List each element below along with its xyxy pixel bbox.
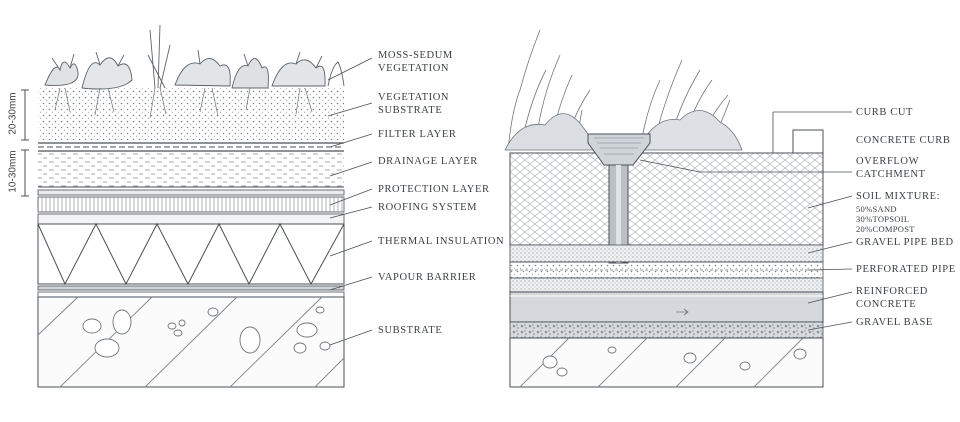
moss-sedum-plants [44, 24, 345, 90]
label-curb-cut: CURB CUT [856, 107, 914, 118]
bioretention-plants [504, 29, 743, 151]
label-roofing-system: ROOFING SYSTEM [378, 202, 478, 213]
label-perforated-pipe: PERFORATED PIPE [856, 264, 956, 275]
gravel-pipe-bed-layer [509, 244, 824, 263]
aggregate-stones [82, 306, 331, 358]
label-substrate: SUBSTRATE [378, 325, 443, 336]
label-gravel-pipe-bed: GRAVEL PIPE BED [856, 237, 954, 248]
label-thermal-insulation: THERMAL INSULATION [378, 236, 505, 247]
label-vegetation-substrate: VEGETATION SUBSTRATE [378, 92, 450, 116]
left-roof-section [21, 24, 373, 388]
roofing-system-layer [37, 196, 345, 213]
dimension-label-top: 20-30mm [7, 92, 19, 135]
vegetation-substrate-layer [38, 88, 344, 140]
label-soil-mixture: SOIL MIXTURE: [856, 191, 941, 202]
label-protection-layer: PROTECTION LAYER [378, 184, 490, 195]
root-lines [54, 87, 313, 119]
concrete-curb [792, 129, 824, 154]
dimension-label-bottom: 10-30mm [7, 150, 19, 193]
label-soil-compost: 20%COMPOST [856, 224, 915, 234]
label-gravel-base: GRAVEL BASE [856, 317, 933, 328]
thermal-insulation-layer [37, 223, 345, 285]
drainage-layer [38, 151, 344, 187]
label-filter-layer: FILTER LAYER [378, 129, 457, 140]
label-drainage-layer: DRAINAGE LAYER [378, 156, 478, 167]
label-reinforced-concrete: REINFORCED CONCRETE [856, 286, 928, 310]
label-soil-topsoil: 30%TOPSOIL [856, 214, 910, 224]
label-vapour-barrier: VAPOUR BARRIER [378, 272, 477, 283]
label-moss-sedum-vegetation: MOSS-SEDUM VEGETATION [378, 50, 453, 74]
right-leader-lines [639, 111, 853, 331]
label-soil-sand: 50%SAND [856, 204, 897, 214]
label-concrete-curb: CONCRETE CURB [856, 135, 951, 146]
soil-mixture-layer [509, 152, 824, 246]
vapour-barrier-layer [37, 285, 345, 291]
gravel-base-layer [509, 321, 824, 339]
left-leader-lines [327, 57, 373, 346]
right-bioretention-section [504, 29, 853, 388]
right-substrate-slab [509, 337, 824, 388]
overflow-catchment [587, 133, 651, 166]
label-overflow-catchment: OVERFLOW CATCHMENT [856, 156, 926, 180]
dimension-markers [21, 89, 29, 197]
